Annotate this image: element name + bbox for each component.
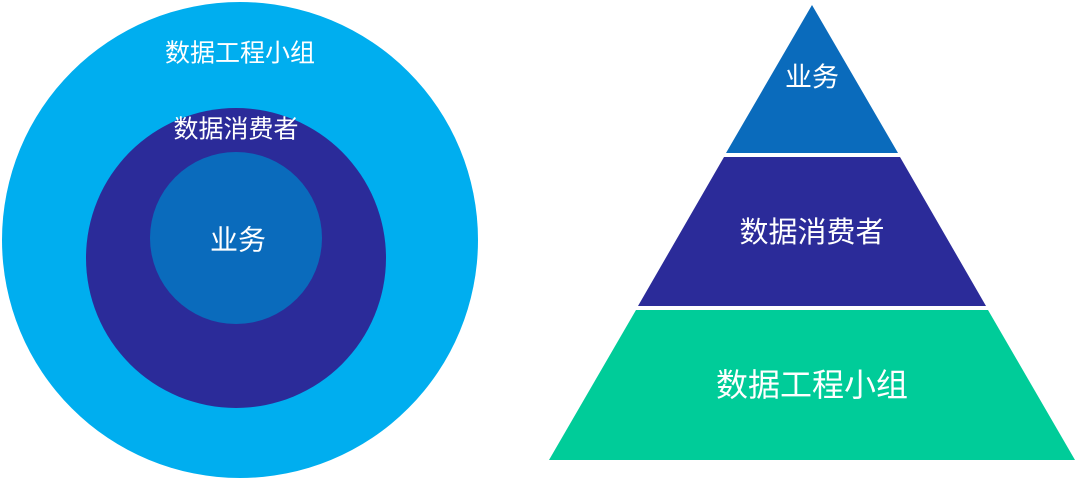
- pyramid-bottom-label: 数据工程小组: [716, 366, 908, 404]
- pyramid-middle-tier: [638, 157, 986, 306]
- pyramid-middle-label: 数据消费者: [739, 215, 884, 249]
- outer-circle-label: 数据工程小组: [165, 39, 315, 68]
- concentric-circles: 数据工程小组 数据消费者 业务: [2, 2, 478, 478]
- pyramid-bottom-tier: [549, 310, 1075, 460]
- pyramid-top-tier: [726, 5, 898, 153]
- pyramid: 业务 数据消费者 数据工程小组: [549, 5, 1075, 460]
- pyramid-top-label: 业务: [785, 63, 839, 94]
- inner-circle-label: 业务: [210, 224, 266, 257]
- middle-circle-label: 数据消费者: [173, 115, 298, 144]
- inner-circle: [150, 152, 322, 324]
